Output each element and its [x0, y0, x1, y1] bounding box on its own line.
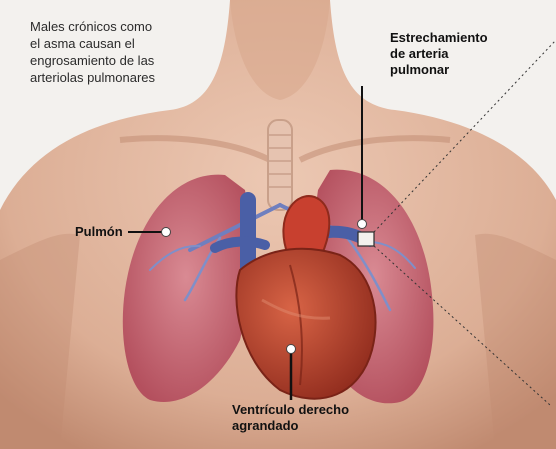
callout-pulmon: Pulmón [75, 224, 145, 240]
intro-text: Males crónicos como el asma causan el en… [30, 18, 210, 86]
intro-line: engrosamiento de las [30, 52, 210, 69]
callout-line: Estrechamiento [390, 30, 540, 46]
callout-line: Ventrículo derecho [232, 402, 392, 418]
callout-ventriculo: Ventrículo derecho agrandado [232, 402, 392, 434]
callout-estrechamiento: Estrechamiento de arteria pulmonar [390, 30, 540, 78]
intro-line: arteriolas pulmonares [30, 69, 210, 86]
trachea [268, 120, 292, 210]
intro-line: Males crónicos como [30, 18, 210, 35]
callout-line: pulmonar [390, 62, 540, 78]
intro-line: el asma causan el [30, 35, 210, 52]
callout-line: de arteria [390, 46, 540, 62]
callout-line: agrandado [232, 418, 392, 434]
narrowing-marker [358, 232, 374, 246]
